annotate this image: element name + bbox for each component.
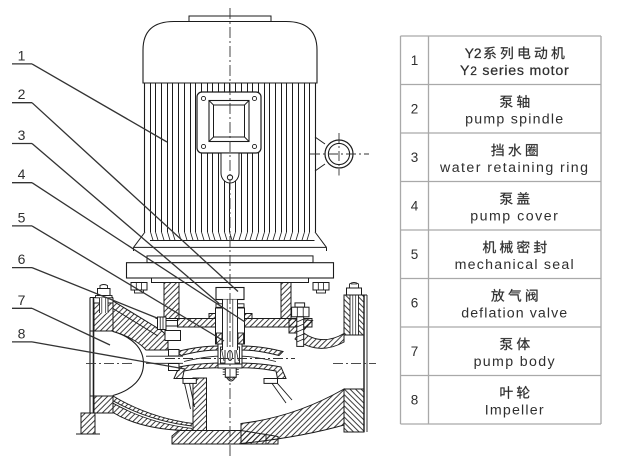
- svg-text:pump spindle: pump spindle: [465, 112, 564, 128]
- svg-text:4: 4: [18, 166, 26, 182]
- svg-text:5: 5: [411, 247, 419, 262]
- svg-text:pump body: pump body: [474, 354, 556, 370]
- svg-text:Y2 series motor: Y2 series motor: [460, 63, 570, 79]
- svg-text:deflation valve: deflation valve: [461, 306, 568, 322]
- svg-text:6: 6: [411, 296, 419, 311]
- svg-text:3: 3: [18, 127, 26, 143]
- svg-text:Y2: Y2: [465, 46, 482, 61]
- svg-text:pump cover: pump cover: [470, 209, 559, 225]
- svg-text:2: 2: [18, 86, 26, 102]
- svg-text:mechanical seal: mechanical seal: [455, 257, 575, 273]
- svg-text:5: 5: [18, 209, 26, 225]
- svg-text:8: 8: [411, 393, 419, 408]
- svg-text:2: 2: [411, 102, 419, 117]
- svg-text:4: 4: [411, 199, 419, 214]
- svg-text:Impeller: Impeller: [485, 403, 545, 419]
- svg-text:6: 6: [18, 251, 26, 267]
- svg-text:3: 3: [411, 150, 419, 165]
- svg-text:1: 1: [411, 53, 419, 68]
- svg-text:7: 7: [18, 292, 26, 308]
- svg-text:7: 7: [411, 344, 419, 359]
- svg-text:water retaining ring: water retaining ring: [439, 160, 589, 176]
- svg-text:1: 1: [18, 47, 26, 63]
- svg-text:8: 8: [18, 325, 26, 341]
